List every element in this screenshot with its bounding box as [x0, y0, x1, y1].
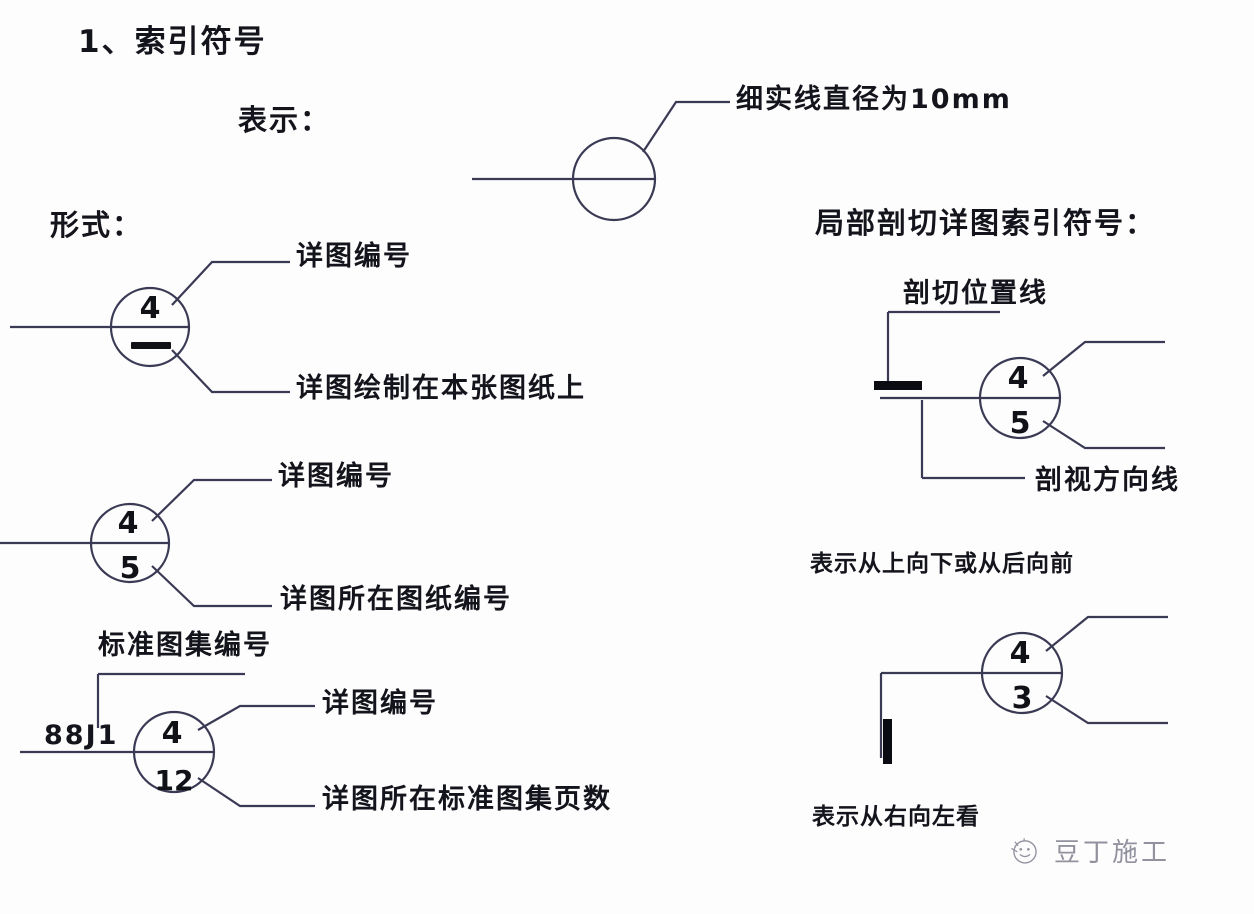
index-circle-1-bottom-dash [131, 342, 171, 349]
callout-same-sheet: 详图绘制在本张图纸上 [296, 373, 586, 404]
caption-top-or-back: 表示从上向下或从后向前 [810, 551, 1074, 577]
symbol-local-section-b [879, 631, 1064, 758]
leader-line-r1-top [1042, 340, 1165, 377]
atlas-code-value: 88J1 [44, 720, 119, 751]
form-label: 形式： [50, 208, 144, 242]
leaders-right-1 [1042, 340, 1165, 450]
index-circle-4-bottom-number: 5 [1010, 406, 1031, 441]
caption-right-to-left: 表示从右向左看 [812, 804, 980, 830]
index-circle-4-top-number: 4 [1008, 361, 1029, 396]
leader-line-3-bottom [197, 777, 315, 808]
index-circle-5 [980, 631, 1064, 715]
leaders-example-3 [197, 704, 315, 808]
leader-line-thin-note [642, 100, 730, 153]
callout-detail-number-2: 详图编号 [278, 461, 394, 492]
leader-thin-line-note [642, 100, 730, 153]
index-circle-1 [109, 286, 191, 368]
leader-line-2-bottom [151, 565, 272, 608]
view-direction-label: 剖视方向线 [1035, 465, 1180, 496]
watermark-text: 豆丁施工 [1054, 838, 1171, 868]
callout-detail-number-1: 详图编号 [296, 241, 412, 272]
leader-line-r2-top [1045, 615, 1168, 652]
index-circle-4 [978, 356, 1062, 440]
index-circle-3-top-number: 4 [162, 716, 183, 751]
callout-sheet-number: 详图所在图纸编号 [280, 584, 512, 615]
leader-line-2-top [151, 478, 272, 522]
leader-line-1-bottom [171, 349, 290, 394]
symbol-same-sheet [10, 286, 191, 368]
callout-detail-number-3: 详图编号 [322, 688, 438, 719]
index-circle-1-top-number: 4 [140, 291, 161, 326]
page-title: 1、索引符号 [78, 24, 267, 60]
leader-line-3-top [197, 704, 315, 731]
index-circle-plain [571, 136, 657, 222]
index-circle-2-top-number: 4 [118, 506, 139, 541]
leaders-example-1 [171, 260, 290, 394]
thin-line-note: 细实线直径为10mm [736, 84, 1012, 115]
atlas-code-label: 标准图集编号 [98, 630, 272, 661]
index-circle-5-top-number: 4 [1010, 636, 1031, 671]
index-circle-2 [89, 502, 171, 584]
watermark: 豆丁施工 [1008, 832, 1170, 869]
section-index-title: 局部剖切详图索引符号： [815, 206, 1157, 240]
smiley-circle-logo-icon [1011, 837, 1037, 864]
index-circle-2-bottom-number: 5 [120, 551, 141, 586]
cut-position-label: 剖切位置线 [903, 278, 1048, 309]
callout-atlas-page: 详图所在标准图集页数 [322, 784, 612, 815]
index-circle-5-bottom-number: 3 [1012, 681, 1033, 716]
leaders-example-2 [151, 478, 272, 608]
symbol-local-section-a [880, 310, 1062, 480]
cut-position-thick-bar-a [874, 381, 922, 390]
index-circle-3-bottom-number: 12 [155, 764, 194, 797]
represents-label: 表示： [238, 103, 332, 137]
symbol-other-sheet [0, 502, 171, 584]
index-circle-3 [132, 710, 216, 794]
cut-position-thick-bar-b [883, 719, 892, 764]
leader-line-r2-bottom [1045, 695, 1168, 725]
leader-line-r1-bottom [1042, 420, 1165, 450]
symbol-thin-line-circle [472, 136, 657, 222]
leader-line-1-top [171, 260, 290, 306]
leaders-right-2 [1045, 615, 1168, 725]
